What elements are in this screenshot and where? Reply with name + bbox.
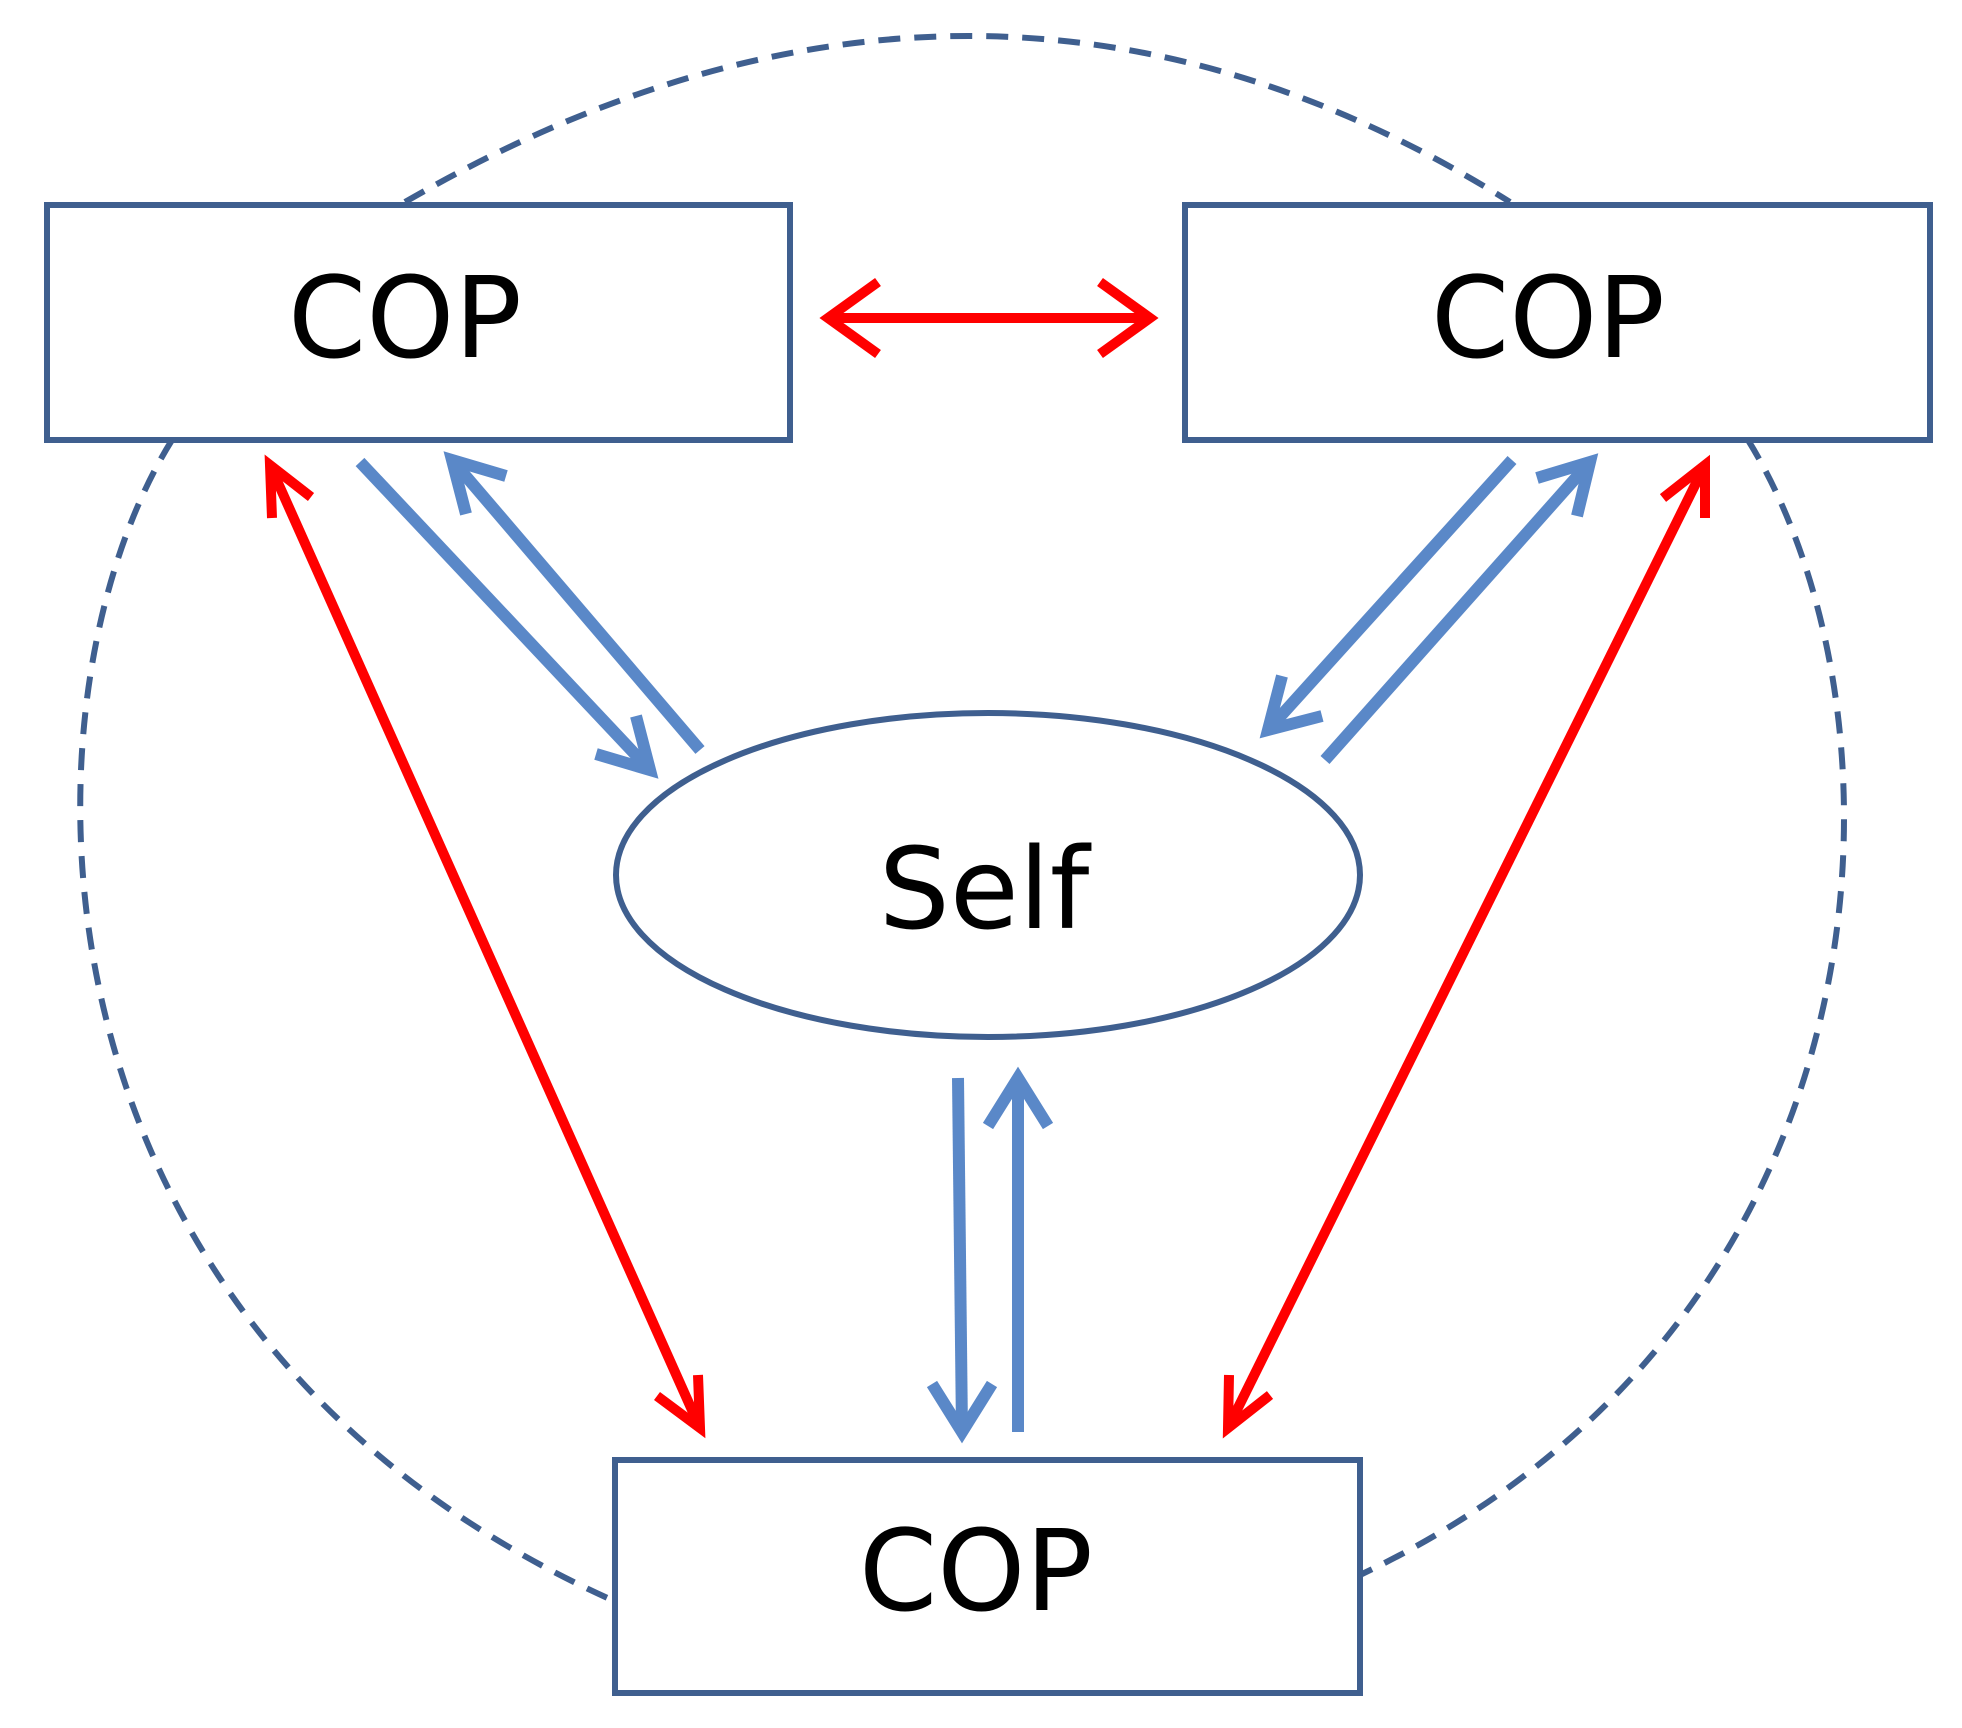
dashed-ring-right-arc [1358,438,1847,1578]
cop-label-bottom: COP [859,1507,1093,1637]
blue-arrow-cop-bottom-to-self [982,1066,1054,1432]
node-cop-bottom: COP [612,1457,1363,1696]
blue-arrow-self-to-cop-left [443,451,705,754]
blue-arrow-self-to-cop-bottom [926,1077,998,1444]
dashed-ring [77,33,1847,1603]
relationship-arrows [264,277,1710,1444]
cop-label-top-right: COP [1431,254,1665,384]
node-cop-top-right: COP [1182,202,1933,443]
red-double-arrow-top [819,277,1159,359]
blue-arrow-cop-right-to-self [1259,455,1517,739]
self-ellipse [613,710,1363,1040]
red-double-arrow-right [1222,454,1710,1439]
blue-arrow-cop-left-to-self [355,457,659,779]
cop-box [1182,202,1933,443]
dashed-ring-top-arc [403,33,1512,205]
node-self: Self [613,710,1363,1040]
self-label: Self [879,825,1092,955]
cop-label-top-left: COP [288,254,522,384]
node-cop-top-left: COP [44,202,793,443]
cop-box [44,202,793,443]
cop-box [612,1457,1363,1696]
dashed-ring-left-arc [77,438,614,1603]
red-double-arrow-left [264,454,706,1439]
blue-arrow-self-to-cop-right [1320,453,1599,764]
